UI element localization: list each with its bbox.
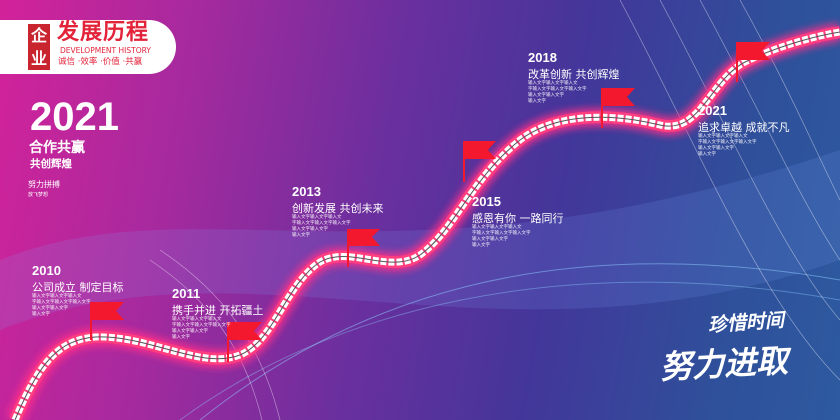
event-text: 字输入文字输入文字输入文字 [292,221,351,226]
event-text: 输入文字输入文字 [32,306,68,311]
event-2013: 2013 创新发展 共创未来 输入文字输入文字输入文字输入文字输入文字输入文字输… [292,184,384,239]
event-text: 字输入文字输入文字输入文字 [172,323,231,328]
flag-2015 [463,141,496,182]
event-year: 2015 [472,194,501,209]
event-text: 输入文字输入文字输入文 [698,134,748,139]
event-2018: 2018 改革创新 共创辉煌 输入文字输入文字输入文字输入文字输入文字输入文字输… [528,50,620,105]
event-text: 输入文字 [32,312,50,317]
event-text: 字输入文字输入文字输入文字 [472,231,531,236]
event-headline: 感恩有你 一路同行 [472,212,564,225]
event-text: 输入文字输入文字输入文 [292,215,342,220]
event-headline: 公司成立 制定目标 [32,281,124,294]
hero-line2: 共创辉煌 [30,158,72,170]
company-seal: 企业 [28,24,50,70]
event-text: 输入文字 [172,335,190,340]
event-2010: 2010 公司成立 制定目标 输入文字输入文字输入文字输入文字输入文字输入文字输… [32,263,124,318]
hero-year: 2021 [30,95,119,139]
event-text: 字输入文字输入文字输入文字 [32,300,91,305]
event-year: 2010 [32,263,61,278]
hero-line1: 合作共赢 [29,140,85,156]
event-text: 输入文字输入文字 [528,93,564,98]
flag-2010 [90,302,124,340]
event-text: 输入文字输入文字输入文 [528,81,578,86]
event-text: 字输入文字输入文字输入文字 [528,87,587,92]
event-text: 输入文字 [528,99,546,104]
event-year: 2011 [172,286,201,301]
event-year: 2021 [698,103,727,118]
event-text: 输入文字输入文字 [472,237,508,242]
tagline: 诚信 ·效率 ·价值 ·共赢 [58,57,143,67]
flag-2021 [736,42,770,82]
event-headline: 创新发展 共创未来 [292,202,384,215]
flag-2011 [227,322,262,362]
event-text: 输入文字输入文字输入文 [172,317,222,322]
event-text: 输入文字 [472,243,490,248]
flag-2013 [347,229,380,267]
event-text: 输入文字 [698,152,716,157]
event-text: 输入文字输入文字 [698,146,734,151]
hero-line3: 努力拼搏 [28,180,60,189]
event-year: 2018 [528,50,557,65]
event-2021: 2021 追求卓越 成就不凡 输入文字输入文字输入文字输入文字输入文字输入文字输… [698,103,790,158]
event-year: 2013 [292,184,321,199]
flag-2018 [601,88,635,128]
hero-line4: 放飞梦想 [28,192,49,198]
event-text: 输入文字 [292,233,310,238]
event-text: 输入文字输入文字输入文 [472,225,522,230]
event-text: 输入文字输入文字 [292,227,328,232]
slogan-line2: 努力进取 [659,341,789,387]
flags [90,42,770,362]
event-headline: 携手并进 开拓疆土 [172,304,264,317]
event-2015: 2015 感恩有你 一路同行 输入文字输入文字输入文字输入文字输入文字输入文字输… [472,194,564,249]
event-2011: 2011 携手并进 开拓疆土 输入文字输入文字输入文字输入文字输入文字输入文字输… [172,286,264,341]
event-headline: 改革创新 共创辉煌 [528,68,620,81]
event-text: 字输入文字输入文字输入文字 [698,140,757,145]
page-subtitle-en: DEVELOPMENT HISTORY [60,46,151,55]
event-text: 输入文字输入文字 [172,329,208,334]
event-text: 输入文字输入文字输入文 [32,294,82,299]
page-title: 发展历程 [57,20,150,45]
event-headline: 追求卓越 成就不凡 [698,121,790,134]
